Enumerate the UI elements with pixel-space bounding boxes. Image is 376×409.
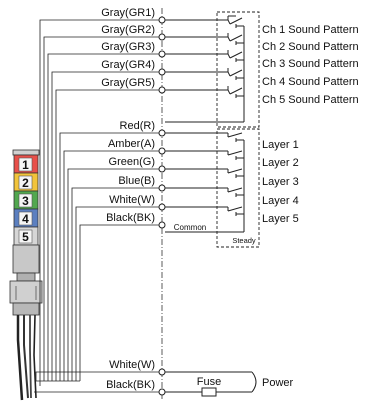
tower-num-2: 2	[22, 176, 29, 190]
tower-connector	[12, 302, 40, 316]
label-common: Common	[174, 223, 206, 232]
sound-switch-box	[216, 11, 260, 128]
terminal-gr1	[158, 16, 166, 24]
terminal-blue	[158, 184, 166, 192]
power-bracket	[251, 371, 257, 393]
label-ch3-sound: Ch 3 Sound Pattern	[262, 58, 359, 70]
label-ch5-sound: Ch 5 Sound Pattern	[262, 94, 359, 106]
layer-switch-4	[227, 187, 244, 197]
label-green: Green(G)	[109, 156, 155, 168]
label-gr1: Gray(GR1)	[101, 7, 155, 19]
wire-labels: Gray(GR1) Gray(GR2) Gray(GR3) Gray(GR4) …	[101, 7, 155, 391]
label-gr5: Gray(GR5)	[101, 77, 155, 89]
label-gr4: Gray(GR4)	[101, 59, 155, 71]
tower-num-5: 5	[22, 230, 29, 244]
cable-bundle	[16, 314, 37, 401]
wire-gr5	[55, 89, 162, 381]
sound-switch-4	[227, 68, 244, 80]
label-fuse: Fuse	[197, 376, 221, 388]
terminal-gr3	[158, 50, 166, 58]
tower-num-box-1	[18, 157, 33, 172]
label-red: Red(R)	[120, 120, 155, 132]
sound-switch-5	[227, 86, 244, 98]
label-ch2-sound: Ch 2 Sound Pattern	[262, 41, 359, 53]
terminal-red	[158, 129, 166, 137]
label-ch1-sound: Ch 1 Sound Pattern	[262, 24, 359, 36]
wire-blue	[71, 187, 162, 381]
label-blue: Blue(B)	[118, 175, 155, 187]
wire-gr4	[51, 71, 162, 381]
wire-gr2	[43, 36, 162, 381]
label-gr3: Gray(GR3)	[101, 41, 155, 53]
tower-cap	[12, 149, 40, 156]
sound-channel-labels: Ch 1 Sound Pattern Ch 2 Sound Pattern Ch…	[262, 24, 359, 106]
label-ch4-sound: Ch 4 Sound Pattern	[262, 76, 359, 88]
layer-labels: Layer 1 Layer 2 Layer 3 Layer 4 Layer 5	[262, 139, 299, 225]
tower-num-3: 3	[22, 194, 29, 208]
layer-switch-3	[227, 168, 244, 178]
tower-num-4: 4	[22, 212, 29, 226]
terminal-black	[158, 221, 166, 229]
label-black-bottom: Black(BK)	[106, 379, 155, 391]
sound-switch-group	[165, 11, 260, 128]
sound-switch-1	[227, 15, 244, 28]
terminal-white-bottom	[158, 368, 166, 376]
fuse-symbol	[201, 387, 217, 397]
tower-neck	[16, 272, 36, 282]
label-layer-2: Layer 2	[262, 157, 299, 169]
layer-switch-2	[227, 150, 244, 160]
tower-body	[12, 244, 40, 274]
terminal-gr4	[158, 68, 166, 76]
label-layer-1: Layer 1	[262, 139, 299, 151]
layer-switch-5	[227, 206, 244, 216]
tower-base	[9, 280, 43, 304]
tower-num-box-5	[18, 229, 33, 244]
tower-num-box-2	[18, 175, 33, 190]
wire-white	[75, 206, 162, 381]
wire-black	[79, 224, 162, 381]
label-layer-5: Layer 5	[262, 213, 299, 225]
wire-red	[59, 132, 162, 381]
wire-white-bottom	[35, 371, 162, 381]
label-layer-3: Layer 3	[262, 176, 299, 188]
label-white-bottom: White(W)	[109, 359, 155, 371]
wire-green	[67, 168, 162, 381]
tower-num-1: 1	[22, 158, 29, 172]
label-black: Black(BK)	[106, 212, 155, 224]
label-power: Power	[262, 377, 294, 389]
label-amber: Amber(A)	[108, 138, 155, 150]
terminal-gr2	[158, 33, 166, 41]
terminal-green	[158, 165, 166, 173]
wire-set	[34, 19, 162, 393]
label-gr2: Gray(GR2)	[101, 24, 155, 36]
sound-switch-3	[227, 50, 244, 62]
sound-switch-2	[227, 33, 244, 45]
wire-gr3	[47, 53, 162, 381]
tower-num-box-4	[18, 211, 33, 226]
wire-gr1	[39, 19, 162, 381]
terminal-white	[158, 203, 166, 211]
terminal-black-bottom	[158, 388, 166, 396]
layer-switch-group: Steady	[165, 128, 260, 248]
tower-num-box-3	[18, 193, 33, 208]
layer-switch-1	[227, 132, 244, 142]
label-white: White(W)	[109, 194, 155, 206]
power-section: Fuse Power	[165, 371, 294, 397]
wire-amber	[63, 150, 162, 381]
label-layer-4: Layer 4	[262, 195, 299, 207]
signal-tower: 1 2 3 4 5	[9, 149, 43, 316]
label-steady: Steady	[232, 236, 256, 245]
terminal-gr5	[158, 86, 166, 94]
terminal-amber	[158, 147, 166, 155]
